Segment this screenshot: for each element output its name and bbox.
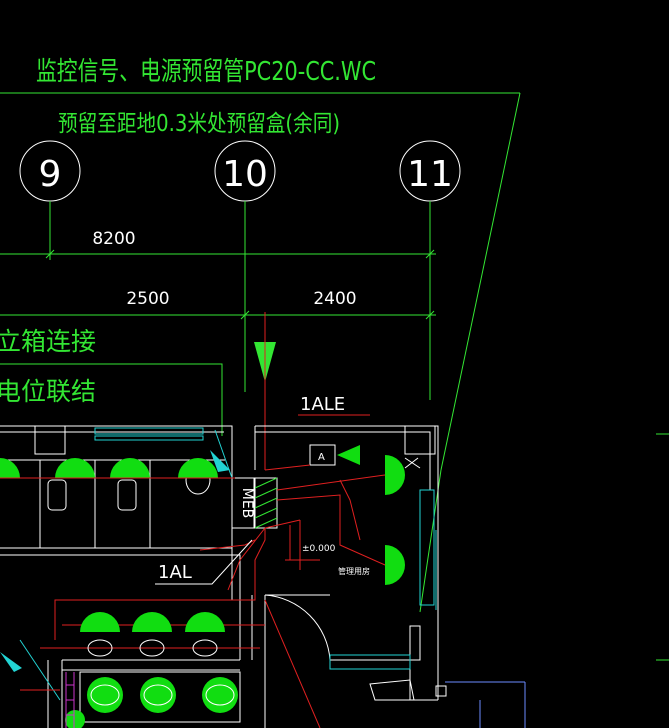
grid-axis-10: 10 [214,140,276,392]
note-line-1: 监控信号、电源预留管PC20-CC.WC [36,57,376,87]
riser-arrow [210,450,230,472]
grid-axis-11: 11 [399,140,461,400]
dimension-2400: 2400 [313,289,356,309]
distribution-panel [254,477,278,529]
room-label: 管理用房 [338,566,370,576]
dimension-8200: 8200 [0,229,436,259]
left-riser-arrow [0,652,22,672]
svg-text:9: 9 [39,154,62,195]
panel-label-1ale: 1ALE [300,394,345,415]
svg-text:11: 11 [407,154,453,195]
box-a: A [309,444,360,466]
red-wiring [0,464,386,728]
note-leader-slant [440,92,521,471]
sink-row-lower [62,612,241,728]
cable-tray [65,672,75,728]
lamp-row-upper [0,455,405,585]
left-note-1: 立箱连接 [0,327,96,356]
svg-text:MEB: MEB [239,488,255,519]
elevation-label: ±0.000 [302,544,336,554]
meb-box: MEB [231,477,255,529]
svg-text:2500: 2500 [126,289,169,309]
dimension-2500: 2500 [0,289,436,320]
svg-text:2400: 2400 [313,289,356,309]
right-side-fixtures [369,433,669,728]
panel-label-1al: 1AL [158,562,192,583]
left-note-2: 电位联结 [0,377,96,406]
svg-text:10: 10 [222,154,268,195]
note-line-2: 预留至距地0.3米处预留盒(余同) [58,111,340,137]
svg-text:8200: 8200 [92,229,135,249]
left-note-leader [0,363,223,436]
svg-text:A: A [318,452,325,463]
grid-axis-9: 9 [19,140,81,260]
